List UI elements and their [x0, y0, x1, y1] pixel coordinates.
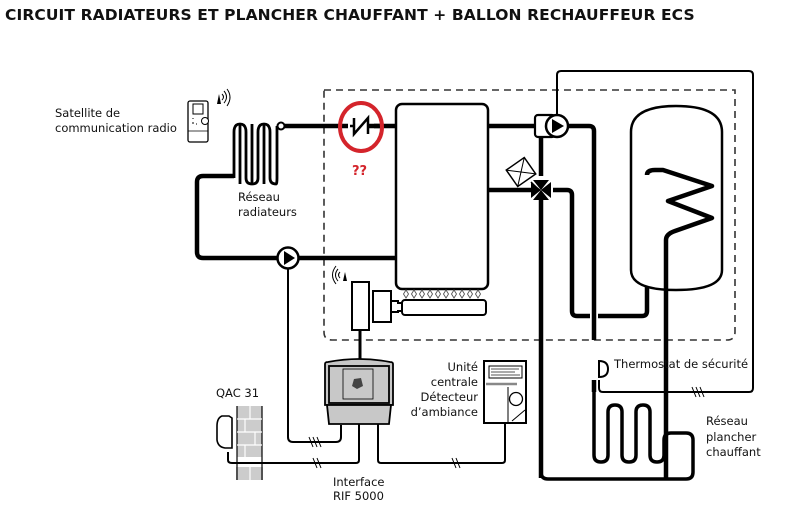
satellite-label-1: Satellite de: [55, 106, 120, 120]
radiator-pump: [276, 246, 300, 270]
wall: [236, 406, 263, 480]
flame: [410, 289, 418, 299]
boiler: [394, 102, 490, 291]
gas-valve: [372, 290, 402, 323]
qac31-label: QAC 31: [216, 386, 259, 400]
burner-flame-row: [402, 289, 482, 299]
boiler-enclosure-dashed: [323, 89, 736, 341]
flame: [426, 289, 434, 299]
safety-thermostat: [598, 359, 610, 379]
valve-actuator: [505, 156, 537, 188]
flame: [418, 289, 426, 299]
burner: [401, 299, 487, 316]
highlight-circle: [338, 101, 384, 153]
flame: [434, 289, 442, 299]
underfloor-label-2: plancher: [706, 430, 757, 444]
module-radio-signal-icon: [332, 265, 347, 285]
satellite-label-2: communication radio: [55, 121, 177, 135]
radiators-label-1: Réseau: [238, 190, 280, 204]
wire-break-marks: [308, 386, 705, 469]
unit-wire: [377, 423, 506, 464]
unknown-component-label: ??: [352, 164, 367, 179]
underfloor-coil: [539, 392, 695, 481]
dhw-tank-coil: [644, 167, 715, 340]
thermostat-label: Thermostat de sécurité: [613, 357, 748, 371]
flame: [450, 289, 458, 299]
interface-rif5000: [324, 358, 394, 425]
radiator-coil: [232, 122, 279, 186]
dhw-flow-down-pipe: [568, 123, 597, 392]
thermostat-loop-pipe: [556, 70, 754, 393]
central-unit-label-3: Détecteur: [421, 390, 479, 404]
central-unit-label-2: centrale: [431, 375, 478, 389]
central-unit-label-4: d’ambiance: [411, 405, 478, 419]
actuator-stem: [530, 181, 537, 188]
check-valve: [348, 114, 380, 138]
underfloor-label-1: Réseau: [706, 414, 748, 428]
flame: [474, 289, 482, 299]
flame: [402, 289, 410, 299]
qac31-outdoor-sensor: [216, 415, 233, 449]
flame: [442, 289, 450, 299]
radiator-valve-dot: [276, 121, 286, 131]
diagram-title: CIRCUIT RADIATEURS ET PLANCHER CHAUFFANT…: [5, 6, 695, 24]
dhw-pump: [533, 113, 570, 139]
underfloor-label-3: chauffant: [706, 445, 761, 459]
flame: [458, 289, 466, 299]
mixing-valve: [531, 180, 551, 200]
satellite-radio-device: [187, 100, 209, 143]
radio-signal-icon: [217, 88, 231, 107]
flame: [466, 289, 474, 299]
radiators-label-2: radiateurs: [238, 205, 297, 219]
central-unit-ambient-detector: [483, 360, 527, 424]
valve-bypass-pipe: [553, 187, 590, 319]
radiator-return-pipe: [194, 173, 278, 261]
qac-wire: [227, 424, 360, 464]
central-unit-label-1: Unité: [448, 360, 479, 374]
interface-label-1: Interface: [333, 475, 385, 489]
control-module: [351, 281, 370, 331]
interface-label-2: RIF 5000: [333, 489, 384, 503]
